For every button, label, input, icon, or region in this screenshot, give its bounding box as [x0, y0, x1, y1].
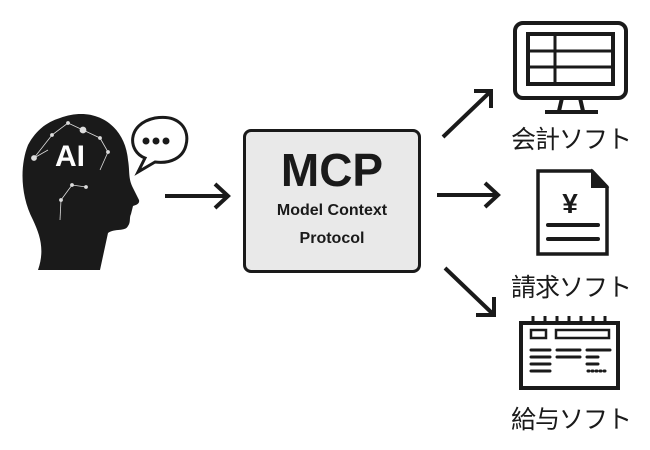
accounting-software-label: 会計ソフト — [510, 125, 632, 154]
arrow-ai-to-mcp — [165, 182, 231, 210]
mcp-title: MCP — [280, 144, 384, 196]
monitor-spreadsheet-icon — [513, 21, 628, 114]
arrow-mcp-to-accounting — [441, 89, 493, 139]
invoice-software-label: 請求ソフト — [510, 273, 632, 302]
arrow-mcp-to-payroll — [443, 266, 496, 317]
arrow-mcp-to-invoice — [437, 181, 501, 209]
speech-bubble-icon — [131, 115, 189, 176]
payroll-software-label: 給与ソフト — [510, 405, 632, 434]
invoice-yen-icon: ¥ — [536, 168, 610, 256]
mcp-subtitle-line1: Model Context — [276, 202, 388, 219]
ai-badge: AI — [55, 140, 85, 173]
ai-head-icon — [22, 114, 140, 270]
svg-text:¥: ¥ — [562, 188, 578, 219]
mcp-server-box: MCP Model Context Protocol — [243, 129, 421, 273]
calendar-payroll-icon — [519, 316, 620, 390]
mcp-subtitle-line2: Protocol — [299, 230, 365, 247]
